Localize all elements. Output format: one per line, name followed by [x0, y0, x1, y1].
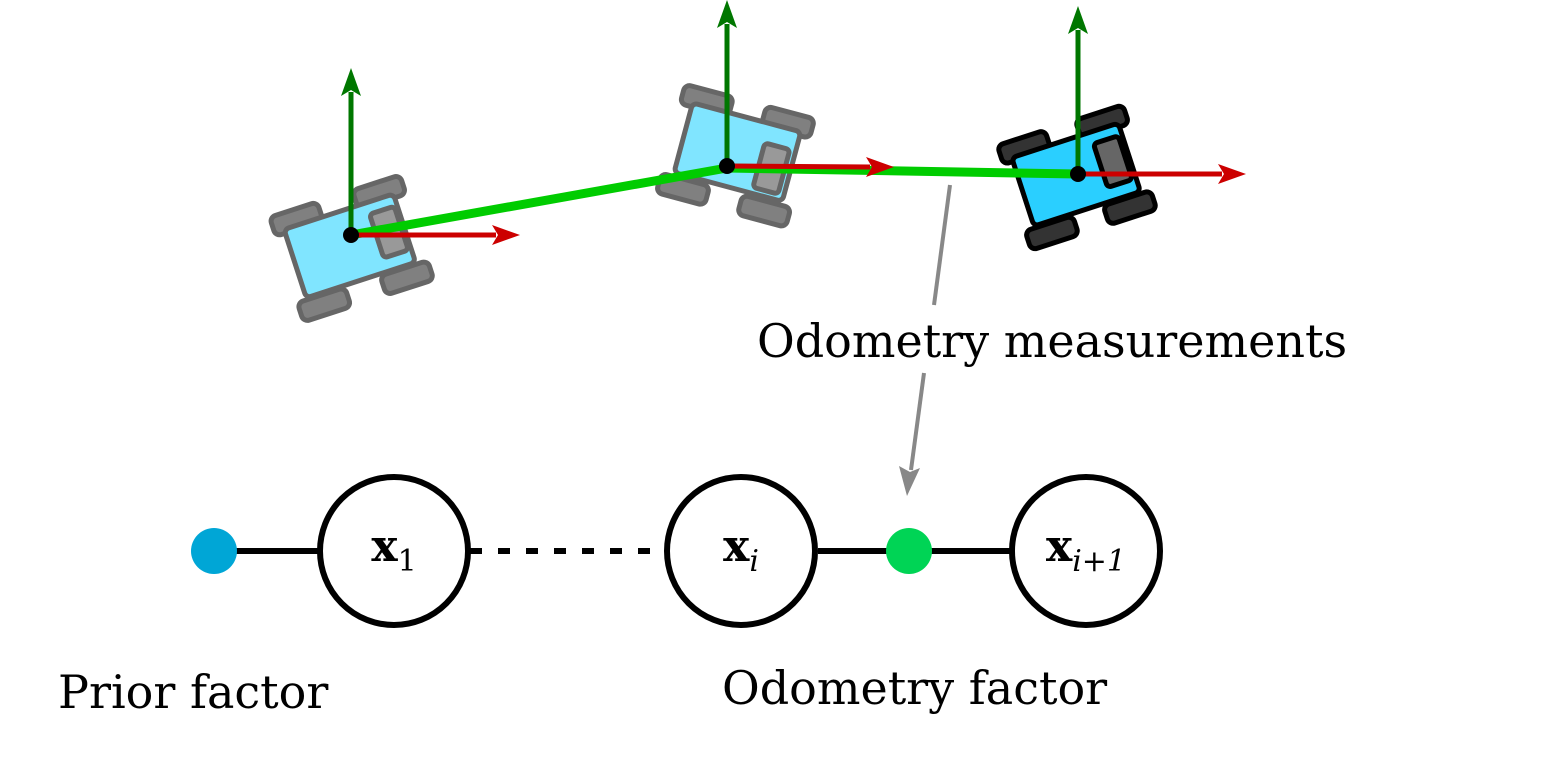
variable-base: x	[1046, 521, 1073, 572]
x-axis-arrowhead	[866, 157, 894, 177]
svg-text:x1: x1	[371, 521, 416, 579]
y-axis-arrowhead	[717, 0, 737, 28]
svg-text:xi: xi	[723, 521, 759, 579]
svg-text:xi+1: xi+1	[1046, 521, 1126, 579]
annotation-arrowhead	[899, 466, 920, 496]
coordinate-frame-2	[717, 0, 894, 177]
y-axis-arrowhead	[1068, 6, 1088, 34]
prior-factor-label: Prior factor	[58, 665, 328, 719]
robot-wheel	[736, 193, 793, 229]
pose-origin-dot	[1070, 166, 1086, 182]
pose-origin-dot	[343, 227, 359, 243]
pose-origin-dot	[719, 158, 735, 174]
x-axis-arrowhead	[1218, 164, 1246, 184]
robot-pose-2	[655, 83, 816, 229]
x-axis-arrowhead	[492, 225, 520, 245]
odometry-measurements-label: Odometry measurements	[757, 314, 1347, 368]
factor-graph: x1 xi xi+1	[191, 474, 1163, 628]
variable-subscript: i	[749, 544, 759, 579]
odometry-factor-label: Odometry factor	[722, 661, 1107, 715]
coordinate-frame-3	[1068, 6, 1246, 184]
variable-base: x	[723, 521, 750, 572]
variable-base: x	[371, 521, 398, 572]
annotation-arrow	[899, 184, 952, 496]
variable-subscript: i+1	[1072, 544, 1126, 579]
variable-node-xi-plus-1: xi+1	[1009, 474, 1163, 628]
variable-node-x1: x1	[317, 474, 471, 628]
variable-subscript: 1	[398, 544, 417, 579]
x-axis-arrow	[726, 163, 871, 170]
y-axis-arrowhead	[341, 68, 361, 96]
variable-node-xi: xi	[664, 474, 818, 628]
prior-factor-node	[191, 528, 237, 574]
coordinate-frame-1	[341, 68, 520, 245]
odometry-factor-node	[886, 528, 932, 574]
